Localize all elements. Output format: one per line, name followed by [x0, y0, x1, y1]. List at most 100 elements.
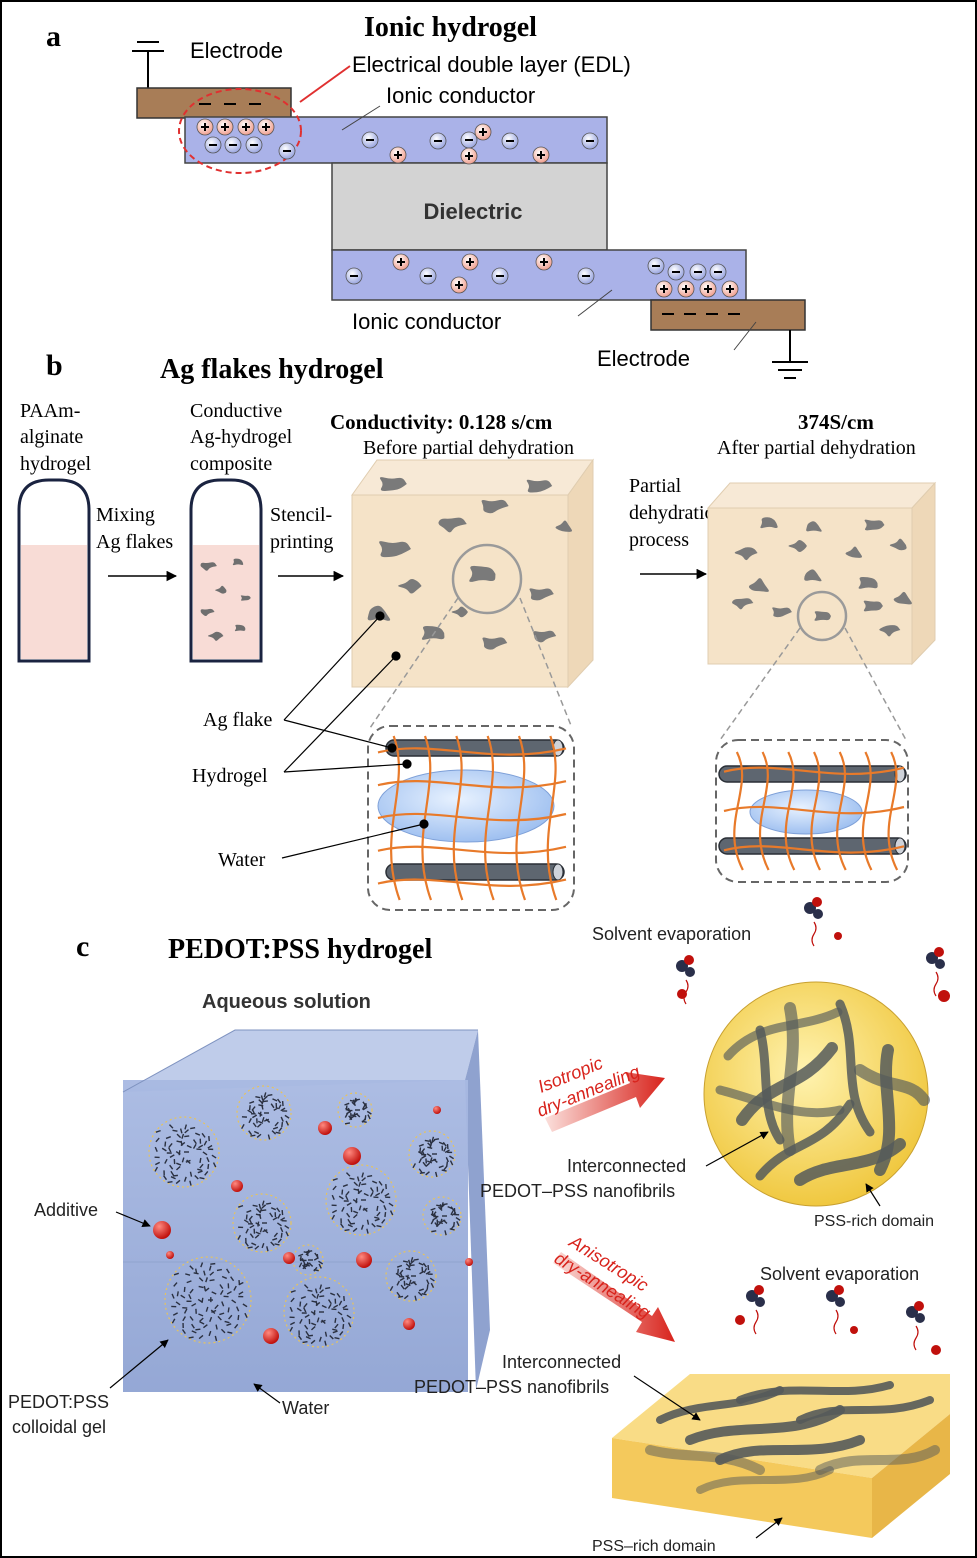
- anisotropic-arrow: [553, 1252, 675, 1342]
- anion-icon: [429, 132, 447, 150]
- cation-icon: [655, 280, 673, 298]
- anion-icon: [647, 257, 665, 275]
- zoom-line-after-right: [844, 627, 907, 741]
- dielectric-layer: [331, 162, 608, 251]
- cation-icon: [392, 253, 410, 271]
- panel-a: a Ionic hydrogel Electrode Electrical do…: [46, 12, 808, 379]
- anion-icon: [361, 131, 379, 149]
- nanofibrils-bottom-arrow: [633, 1375, 701, 1421]
- additive-dot: [231, 1180, 243, 1192]
- after-caption: After partial dehydration: [717, 437, 916, 459]
- tube2-label: Conductive Ag-hydrogel composite: [190, 400, 297, 475]
- aqueous-cube: [122, 1029, 490, 1392]
- colloidal-cluster: [164, 1256, 252, 1344]
- ag-flake: [814, 611, 831, 621]
- solvent-molecule-icon: [804, 897, 823, 947]
- solvent-evaporation-top-label: Solvent evaporation: [592, 924, 751, 944]
- electrode-top: [136, 87, 292, 119]
- conductivity-after: 374S/cm: [798, 410, 874, 434]
- ag-rod: [385, 863, 565, 881]
- additive-dot: [166, 1251, 174, 1259]
- nanofibrils-top-arrow: [705, 1131, 769, 1167]
- panel-b: b Ag flakes hydrogel PAAm- alginate hydr…: [17, 349, 937, 911]
- ag-flake: [732, 598, 754, 610]
- ag-flake-label: Ag flake: [203, 709, 273, 731]
- additive-dot: [263, 1328, 279, 1344]
- ag-flake: [481, 499, 509, 514]
- water-c-label: Water: [282, 1398, 329, 1418]
- cation-icon: [216, 118, 234, 136]
- anion-icon: [345, 267, 363, 285]
- ag-flake: [772, 607, 792, 618]
- cation-icon: [677, 280, 695, 298]
- ag-flake: [469, 565, 496, 582]
- colloidal-cluster: [422, 1196, 462, 1236]
- mixing-label: Mixing Ag flakes: [96, 504, 173, 553]
- colloidal-cluster: [385, 1250, 437, 1302]
- ag-flake: [526, 479, 553, 493]
- ag-flake: [555, 520, 573, 532]
- solvent-molecule-icon: [676, 955, 695, 1005]
- edl-label: Electrical double layer (EDL): [352, 52, 631, 77]
- before-caption: Before partial dehydration: [363, 437, 574, 459]
- cation-icon: [237, 118, 255, 136]
- cation-icon: [461, 253, 479, 271]
- electrode-top-label: Electrode: [190, 38, 283, 63]
- ag-rod: [718, 765, 907, 783]
- colloidal-cluster: [283, 1276, 355, 1348]
- anion-icon: [709, 263, 727, 281]
- anion-icon: [460, 131, 478, 149]
- aqueous-label: Aqueous solution: [202, 991, 371, 1013]
- ag-flake: [760, 517, 778, 529]
- water-droplet-small: [749, 789, 863, 835]
- ag-flake: [482, 637, 508, 650]
- additive-dot: [465, 1258, 473, 1266]
- ag-flake: [788, 540, 807, 552]
- ag-flake: [845, 546, 863, 558]
- zoom-circle-before: [451, 543, 523, 615]
- ag-flake: [379, 477, 407, 491]
- anisotropic-label: Anisotropic dry-annealing: [551, 1229, 666, 1322]
- zoom-box-before: [367, 725, 575, 911]
- ag-flake: [863, 600, 883, 612]
- ag-flake: [207, 631, 224, 641]
- cation-icon: [474, 123, 492, 141]
- zoom-circle-after: [796, 590, 848, 642]
- colloidal-arrow: [109, 1339, 169, 1389]
- ag-flake: [421, 625, 445, 640]
- cation-icon: [450, 276, 468, 294]
- electrode-bottom-pointer: [733, 321, 757, 351]
- additive-dot: [283, 1252, 295, 1264]
- ag-flake: [529, 588, 554, 601]
- solvent-molecule-icon: [926, 947, 945, 997]
- panel-c-letter: c: [76, 930, 89, 963]
- conductor-top-pointer: [341, 105, 381, 131]
- composite-tube: [189, 478, 263, 663]
- colloidal-cluster: [232, 1193, 292, 1253]
- block-after: [706, 481, 937, 666]
- leader-lines: [281, 611, 429, 859]
- panel-b-title: Ag flakes hydrogel: [160, 354, 384, 385]
- ground-symbol-bottom-icon: [772, 330, 808, 379]
- ag-flake: [804, 569, 822, 582]
- pss-rich-top-label: PSS-rich domain: [814, 1213, 934, 1230]
- zoom-line-before-left: [369, 597, 459, 729]
- panel-a-title: Ionic hydrogel: [364, 12, 537, 43]
- ground-symbol-top-icon: [132, 41, 164, 88]
- pss-rich-bottom-arrow: [755, 1517, 783, 1539]
- nanofibrils-top-label: Interconnected PEDOT–PSS nanofibrils: [480, 1156, 691, 1201]
- anion-icon: [204, 136, 222, 154]
- ag-flake: [398, 578, 422, 594]
- panel-c-title: PEDOT:PSS hydrogel: [168, 934, 432, 965]
- electrode-bottom-label: Electrode: [597, 346, 690, 371]
- ag-flake: [200, 562, 217, 571]
- solvent-evaporation-bottom-label: Solvent evaporation: [760, 1264, 919, 1284]
- ionic-conductor-bottom-label: Ionic conductor: [352, 309, 501, 334]
- additive-dot: [343, 1147, 361, 1165]
- solvent-molecule-icon: [746, 1285, 765, 1335]
- colloidal-gel-label: PEDOT:PSS colloidal gel: [8, 1392, 114, 1437]
- edl-pointer: [299, 65, 351, 103]
- colloidal-cluster: [236, 1085, 292, 1141]
